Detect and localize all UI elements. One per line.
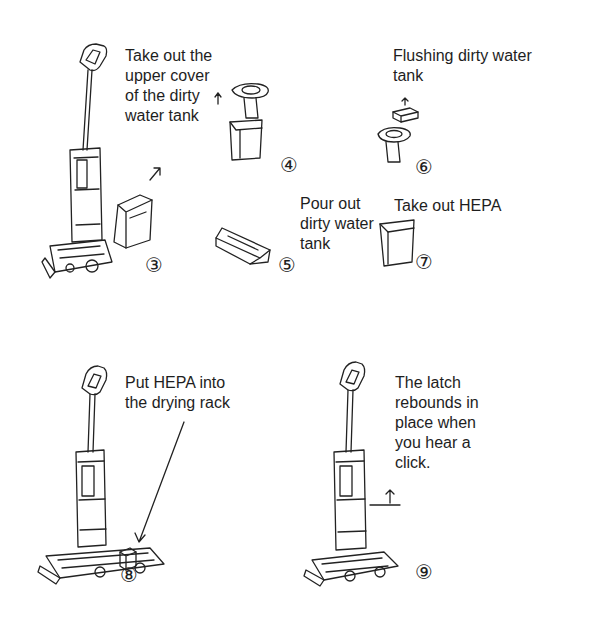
callout-number: ⑥ [415, 156, 433, 178]
callout-number: ⑤ [278, 254, 296, 276]
step-note: The latch rebounds in place when you hea… [395, 373, 487, 473]
leader-line [135, 422, 184, 542]
step-note: Flushing dirty water tank [393, 46, 555, 86]
callout-number: ⑦ [415, 251, 433, 273]
latch-arrow [370, 490, 400, 505]
tank-lying [216, 228, 270, 264]
step-note: Take out the upper cover of the dirty wa… [125, 46, 225, 126]
direction-arrow [150, 168, 160, 180]
tank-cover [378, 128, 410, 162]
tank-body [380, 220, 414, 266]
direction-arrow [215, 93, 221, 104]
hepa-filter [393, 108, 418, 122]
direction-arrow [402, 98, 408, 105]
step-note: Put HEPA into the drying rack [125, 373, 251, 413]
callout-number: ⑨ [415, 561, 433, 583]
callout-number: ③ [145, 254, 163, 276]
vacuum-figure [304, 362, 398, 586]
step-note: Pour out dirty water tank [300, 194, 386, 254]
tank-cover [232, 84, 268, 118]
tank-removed [114, 195, 152, 248]
callout-number: ⑧ [120, 564, 138, 586]
step-note: Take out HEPA [394, 196, 524, 216]
callout-number: ④ [280, 154, 298, 176]
vacuum-figure [42, 44, 112, 278]
tank-body [230, 120, 262, 160]
